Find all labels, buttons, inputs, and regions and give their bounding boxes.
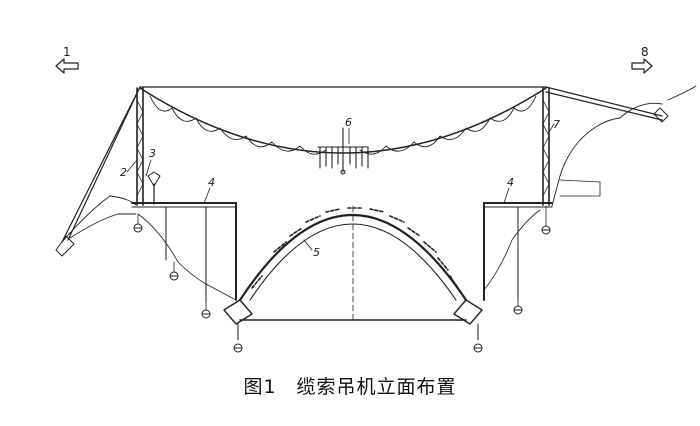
label-1: 1 — [63, 45, 71, 59]
left-tower — [136, 87, 144, 206]
label-8: 8 — [641, 45, 649, 59]
figure-caption: 图1 缆索吊机立面布置 — [243, 376, 457, 398]
arch-rib — [238, 207, 468, 302]
terrain — [137, 179, 601, 301]
label-5: 5 — [313, 246, 320, 259]
winch-icon — [133, 223, 551, 353]
left-pier-beam — [131, 171, 237, 303]
right-pier-beam — [483, 202, 553, 301]
leader-lines — [126, 123, 555, 251]
hoisting-trolley — [317, 127, 369, 175]
right-backstay — [545, 85, 697, 207]
label-4-left: 4 — [208, 176, 215, 189]
label-6: 6 — [345, 116, 352, 129]
label-2: 2 — [120, 166, 127, 179]
right-arrow-icon — [631, 58, 653, 74]
label-7: 7 — [553, 118, 560, 131]
label-4-right: 4 — [507, 176, 514, 189]
left-backstay — [55, 86, 141, 257]
label-3: 3 — [149, 147, 156, 160]
left-arrow-icon — [55, 58, 79, 74]
cable-hangers — [149, 95, 537, 155]
winch-connectors — [137, 205, 547, 311]
right-tower — [542, 87, 550, 206]
right-springing — [453, 299, 483, 341]
left-springing — [223, 299, 253, 341]
